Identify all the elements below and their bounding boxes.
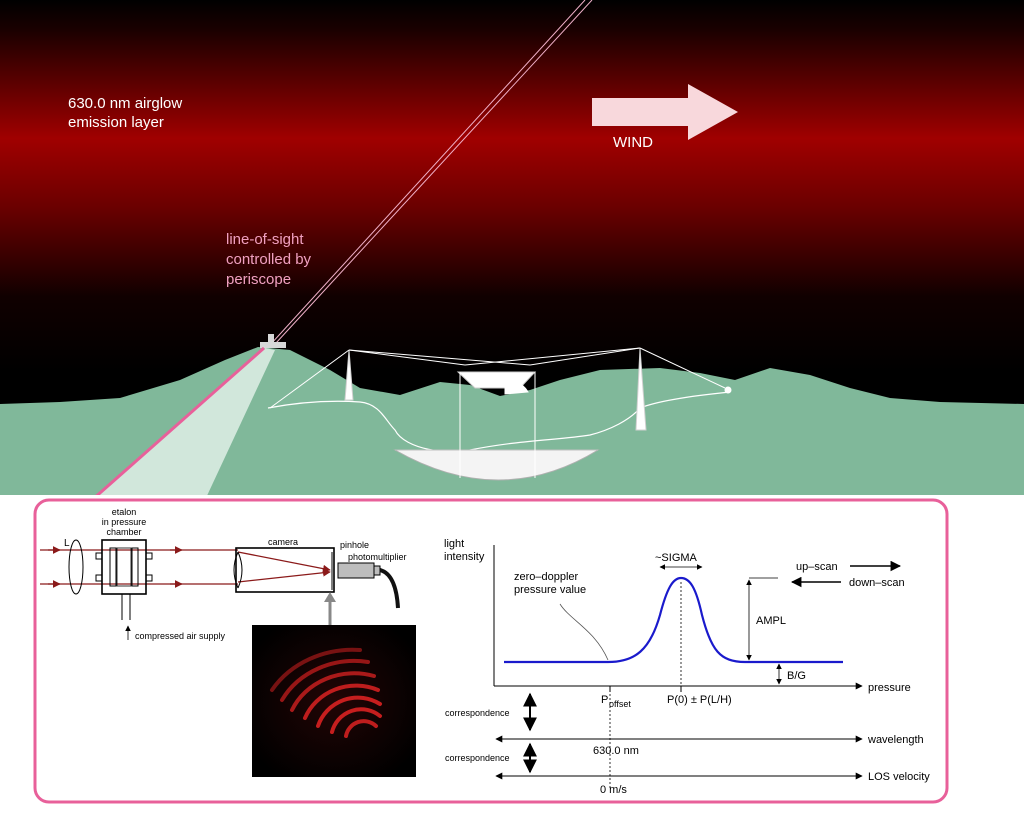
line-of-sight-beam <box>269 0 593 346</box>
y-axis-label-line2: intensity <box>444 551 485 563</box>
los-label-line3: periscope <box>226 271 291 288</box>
down-scan-label: down–scan <box>849 577 905 589</box>
periscope-icon <box>260 334 286 348</box>
intensity-curve <box>504 576 843 664</box>
ampl-label: AMPL <box>756 615 786 627</box>
fpi-schematic <box>40 539 400 640</box>
photomultiplier-label: photomultiplier <box>348 552 407 562</box>
airglow-label-line1: 630.0 nm airglow <box>68 95 182 112</box>
fringe-image <box>252 625 416 777</box>
pinhole-label: pinhole <box>340 540 369 550</box>
bg-label: B/G <box>787 670 806 682</box>
p0-label: P(0) ± P(L/H) <box>667 694 732 706</box>
velocity-value: 0 m/s <box>600 784 627 796</box>
intensity-plot <box>493 545 902 790</box>
etalon-label-line3: chamber <box>106 527 141 537</box>
wind-label: WIND <box>613 134 653 151</box>
x-axis-label: pressure <box>868 682 911 694</box>
air-supply-label: compressed air supply <box>135 631 226 641</box>
y-axis-label-line1: light <box>444 538 464 550</box>
los-label-line2: controlled by <box>226 251 312 268</box>
correspondence-label-2: correspondence <box>445 753 510 763</box>
wind-arrow-icon <box>592 84 738 140</box>
up-scan-label: up–scan <box>796 561 838 573</box>
airglow-label-line2: emission layer <box>68 114 164 131</box>
camera-label: camera <box>268 537 298 547</box>
p-offset-subscript: offset <box>609 699 631 709</box>
etalon-label-line2: in pressure <box>102 517 147 527</box>
light-cone <box>92 348 275 500</box>
etalon-label-line1: etalon <box>112 507 137 517</box>
p-offset-label: P <box>601 694 608 706</box>
radio-telescope <box>267 347 732 481</box>
zero-doppler-label-line1: zero–doppler <box>514 571 579 583</box>
instrument-frame <box>33 498 949 804</box>
wavelength-axis-label: wavelength <box>867 734 924 746</box>
cone-edge <box>91 346 265 502</box>
velocity-axis-label: LOS velocity <box>868 771 930 783</box>
sigma-label: ~SIGMA <box>655 552 698 564</box>
zero-doppler-label-line2: pressure value <box>514 584 586 596</box>
lens-label: L <box>64 538 70 549</box>
lower-panel-bg <box>0 495 1024 809</box>
wavelength-value: 630.0 nm <box>593 745 639 757</box>
correspondence-label-1: correspondence <box>445 708 510 718</box>
los-label-line1: line-of-sight <box>226 231 304 248</box>
